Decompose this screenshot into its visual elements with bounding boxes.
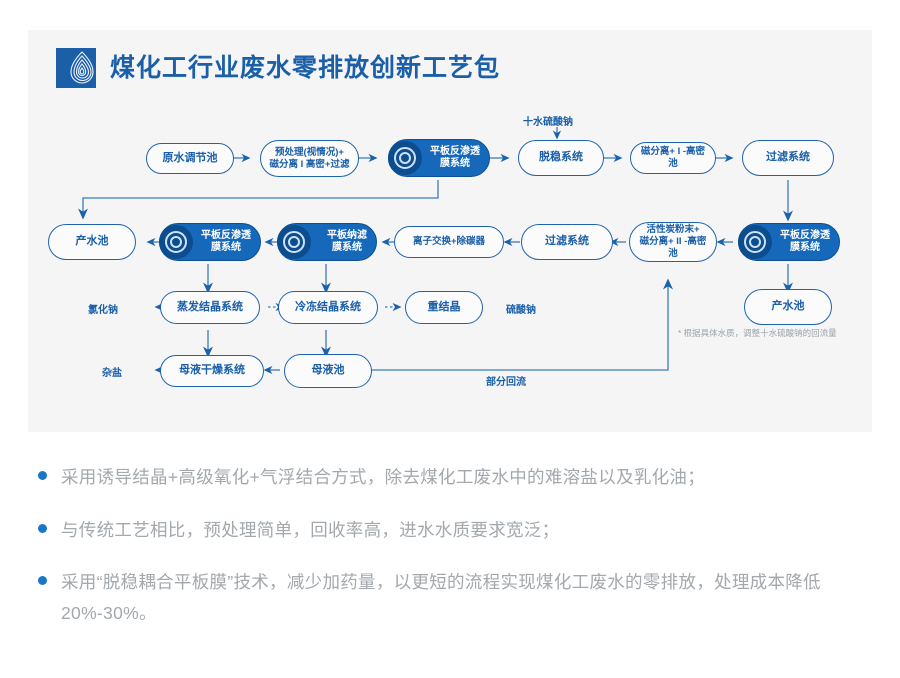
node-ion-exchange-decarbonator[interactable]: 离子交换+除碳器: [394, 226, 504, 258]
node-label: 离子交换+除碳器: [412, 236, 486, 248]
node-label: 过滤系统: [766, 151, 810, 164]
membrane-disc-icon: [159, 225, 193, 259]
flow-connectors: [78, 127, 793, 375]
node-label: 活性炭粉末+ 磁分离+ II -高密池: [639, 224, 707, 259]
node-evaporative-crystallization[interactable]: 蒸发结晶系统: [160, 291, 260, 324]
node-label: 重结晶: [427, 300, 461, 313]
node-label: 平板反渗透 膜系统: [430, 146, 480, 169]
label-partial-reflux: 部分回流: [486, 377, 526, 388]
node-label: 产水池: [771, 300, 805, 313]
list-item: 与传统工艺相比，预处理简单，回收率高，进水水质要求宽泛；: [30, 515, 880, 546]
node-flat-plate-ro-1[interactable]: 平板反渗透 膜系统: [388, 139, 490, 177]
bullet-dot-icon: [38, 471, 47, 480]
node-product-water-tank-1[interactable]: 产水池: [48, 224, 136, 260]
node-label: 蒸发结晶系统: [177, 300, 243, 313]
node-flat-plate-ro-3[interactable]: 平板反渗透 膜系统: [738, 223, 840, 261]
feature-bullet-list: 采用诱导结晶+高级氧化+气浮结合方式，除去煤化工废水中的难溶盐以及乳化油； 与传…: [30, 462, 880, 651]
page-title: 煤化工行业废水零排放创新工艺包: [110, 53, 501, 82]
node-label: 平板反渗透 膜系统: [201, 230, 251, 253]
bullet-text: 采用诱导结晶+高级氧化+气浮结合方式，除去煤化工废水中的难溶盐以及乳化油；: [61, 467, 706, 487]
node-raw-water-tank[interactable]: 原水调节池: [146, 143, 234, 174]
label-sodium-sulfate: 硫酸钠: [506, 305, 536, 316]
node-flat-plate-nanofiltration[interactable]: 平板纳滤 膜系统: [277, 223, 377, 261]
node-filtration-2[interactable]: 过滤系统: [521, 224, 613, 260]
node-label: 磁分离+ I -高密池: [640, 146, 706, 169]
label-sodium-sulfate-decahydrate: 十水硫酸钠: [523, 117, 573, 128]
label-mixed-salt: 杂盐: [102, 368, 122, 379]
flow-canvas: 原水调节池 预处理(视情况)+ 磁分离 I 高密+过滤 平板反渗透 膜系统 脱稳…: [28, 30, 872, 432]
node-label: 脱稳系统: [539, 151, 583, 164]
node-product-water-tank-2[interactable]: 产水池: [744, 289, 832, 325]
panel-header: 煤化工行业废水零排放创新工艺包: [56, 48, 500, 88]
node-magnetic-separation-1[interactable]: 磁分离+ I -高密池: [630, 142, 716, 174]
process-diagram-panel: 煤化工行业废水零排放创新工艺包: [28, 30, 872, 432]
node-label: 产水池: [75, 235, 109, 248]
membrane-disc-icon: [738, 225, 772, 259]
node-label: 预处理(视情况)+ 磁分离 I 高密+过滤: [269, 146, 350, 170]
node-pretreatment[interactable]: 预处理(视情况)+ 磁分离 I 高密+过滤: [260, 140, 359, 177]
node-label: 原水调节池: [162, 151, 218, 164]
bullet-dot-icon: [38, 576, 47, 586]
list-item: 采用“脱稳耦合平板膜”技术，减少加药量，以更短的流程实现煤化工废水的零排放，处理…: [30, 567, 880, 628]
node-activated-carbon-magnetic-separation-2[interactable]: 活性炭粉末+ 磁分离+ II -高密池: [629, 222, 717, 262]
node-freeze-crystallization[interactable]: 冷冻结晶系统: [278, 291, 378, 324]
bullet-text: 与传统工艺相比，预处理简单，回收率高，进水水质要求宽泛；: [61, 519, 560, 540]
node-destabilization[interactable]: 脱稳系统: [518, 140, 604, 176]
node-label: 冷冻结晶系统: [295, 300, 361, 313]
membrane-disc-icon: [277, 225, 311, 259]
node-label: 平板反渗透 膜系统: [780, 230, 830, 253]
node-label: 平板纳滤 膜系统: [327, 230, 367, 253]
footnote-reflux-adjustment: * 根据具体水质，调整十水硫酸钠的回流量: [678, 328, 837, 338]
bullet-text: 采用“脱稳耦合平板膜”技术，减少加药量，以更短的流程实现煤化工废水的零排放，处理…: [61, 572, 821, 623]
node-label: 母液池: [311, 364, 345, 377]
node-label: 母液干燥系统: [179, 364, 245, 377]
node-flat-plate-ro-2[interactable]: 平板反渗透 膜系统: [159, 223, 261, 261]
water-drop-logo: [56, 48, 96, 88]
node-label: 过滤系统: [545, 235, 589, 248]
node-mother-liquor-tank[interactable]: 母液池: [284, 354, 372, 388]
node-mother-liquor-drying[interactable]: 母液干燥系统: [160, 355, 264, 387]
list-item: 采用诱导结晶+高级氧化+气浮结合方式，除去煤化工废水中的难溶盐以及乳化油；: [30, 462, 880, 493]
bullet-dot-icon: [38, 523, 47, 533]
label-sodium-chloride: 氯化钠: [88, 305, 118, 316]
membrane-disc-icon: [388, 141, 422, 175]
node-recrystallization[interactable]: 重结晶: [405, 291, 483, 324]
node-filtration-1[interactable]: 过滤系统: [742, 140, 834, 176]
